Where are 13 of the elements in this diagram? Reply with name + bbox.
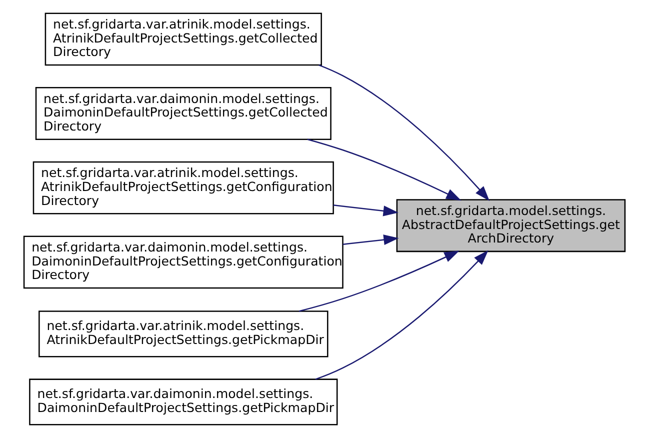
- arrow: [298, 250, 459, 312]
- node-box: net.sf.gridarta.var.daimonin.model.settings. DaimoninDefaultProjectSettings.getCollected Directory: [34, 87, 331, 140]
- node-box: net.sf.gridarta.var.daimonin.model.settings. DaimoninDefaultProjectSettings.getPickmapDir: [28, 378, 338, 426]
- node-box: net.sf.gridarta.var.atrinik.model.settings. AtrinikDefaultProjectSettings.getPickmapDir: [38, 310, 328, 358]
- node-box: net.sf.gridarta.var.atrinik.model.settings. AtrinikDefaultProjectSettings.getConfiguration Directory: [32, 161, 334, 214]
- arrow: [318, 64, 490, 201]
- arrow: [306, 138, 461, 201]
- node-box: net.sf.gridarta.var.daimonin.model.settings. DaimoninDefaultProjectSettings.getConfiguration Directory: [22, 236, 343, 289]
- node-box: net.sf.gridarta.var.atrinik.model.settings. AtrinikDefaultProjectSettings.getCollected Directory: [44, 12, 322, 66]
- arrow: [342, 234, 398, 246]
- arrow: [314, 250, 488, 380]
- arrow: [332, 204, 398, 216]
- node-box: net.sf.gridarta.model.settings. AbstractDefaultProjectSettings.get ArchDirectory: [396, 199, 626, 252]
